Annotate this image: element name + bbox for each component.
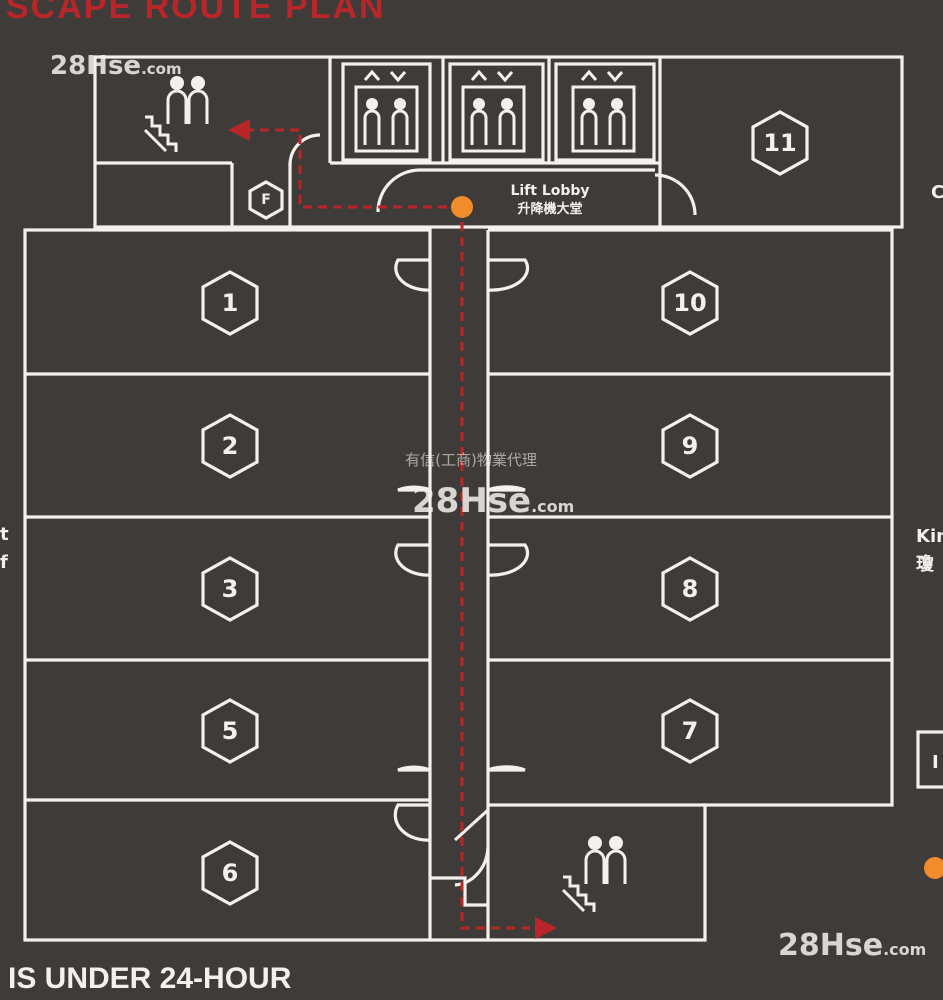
svg-text:10: 10 (673, 289, 706, 317)
unit-marker: 7 (661, 698, 719, 764)
edge-text: C (931, 182, 943, 203)
unit-marker: 1 (201, 270, 259, 336)
svg-text:F: F (261, 192, 271, 208)
lift-lobby-label: Lift Lobby (510, 183, 589, 199)
svg-text:5: 5 (222, 717, 239, 745)
unit-marker: 11 (751, 110, 809, 176)
escape-route (228, 119, 557, 939)
edge-text: Kin (916, 526, 943, 547)
watermark: 28Hse.com (50, 51, 182, 81)
staircase-icon (143, 76, 209, 153)
lift-lobby-label-zh: 升降機大堂 (517, 201, 582, 217)
lift-icon (461, 70, 526, 153)
unit-marker: 3 (201, 556, 259, 622)
svg-text:1: 1 (222, 289, 239, 317)
svg-text:11: 11 (763, 129, 796, 157)
edge-marker (916, 730, 943, 789)
edge-text: t (0, 524, 9, 545)
svg-text:6: 6 (222, 859, 239, 887)
you-are-here-marker (451, 196, 473, 218)
edge-text: I (932, 752, 939, 773)
unit-marker: 6 (201, 840, 259, 906)
svg-text:9: 9 (682, 432, 699, 460)
svg-text:2: 2 (222, 432, 239, 460)
watermark: 28Hse.com (778, 928, 926, 963)
watermark: 28Hse.com (412, 481, 574, 521)
unit-marker: 10 (661, 270, 719, 336)
plan-title: SCAPE ROUTE PLAN (6, 0, 386, 26)
svg-text:8: 8 (682, 575, 699, 603)
unit-marker: 5 (201, 698, 259, 764)
svg-text:7: 7 (682, 717, 699, 745)
unit-marker: 2 (201, 413, 259, 479)
edge-text: 瓊 (916, 553, 935, 575)
staircase-icon (561, 836, 627, 913)
building-walls (23, 55, 904, 942)
footer-text: IS UNDER 24-HOUR (8, 962, 292, 995)
svg-text:3: 3 (222, 575, 239, 603)
lift-icon (571, 70, 636, 153)
edge-text: f (0, 552, 8, 573)
lift-icon (354, 69, 419, 153)
edge-origin-dot (924, 857, 943, 879)
unit-marker: 9 (661, 413, 719, 479)
unit-marker: 8 (661, 556, 719, 622)
fire-service-marker: F (248, 180, 284, 220)
watermark-agent: 有信(工商)物業代理 (405, 451, 537, 469)
